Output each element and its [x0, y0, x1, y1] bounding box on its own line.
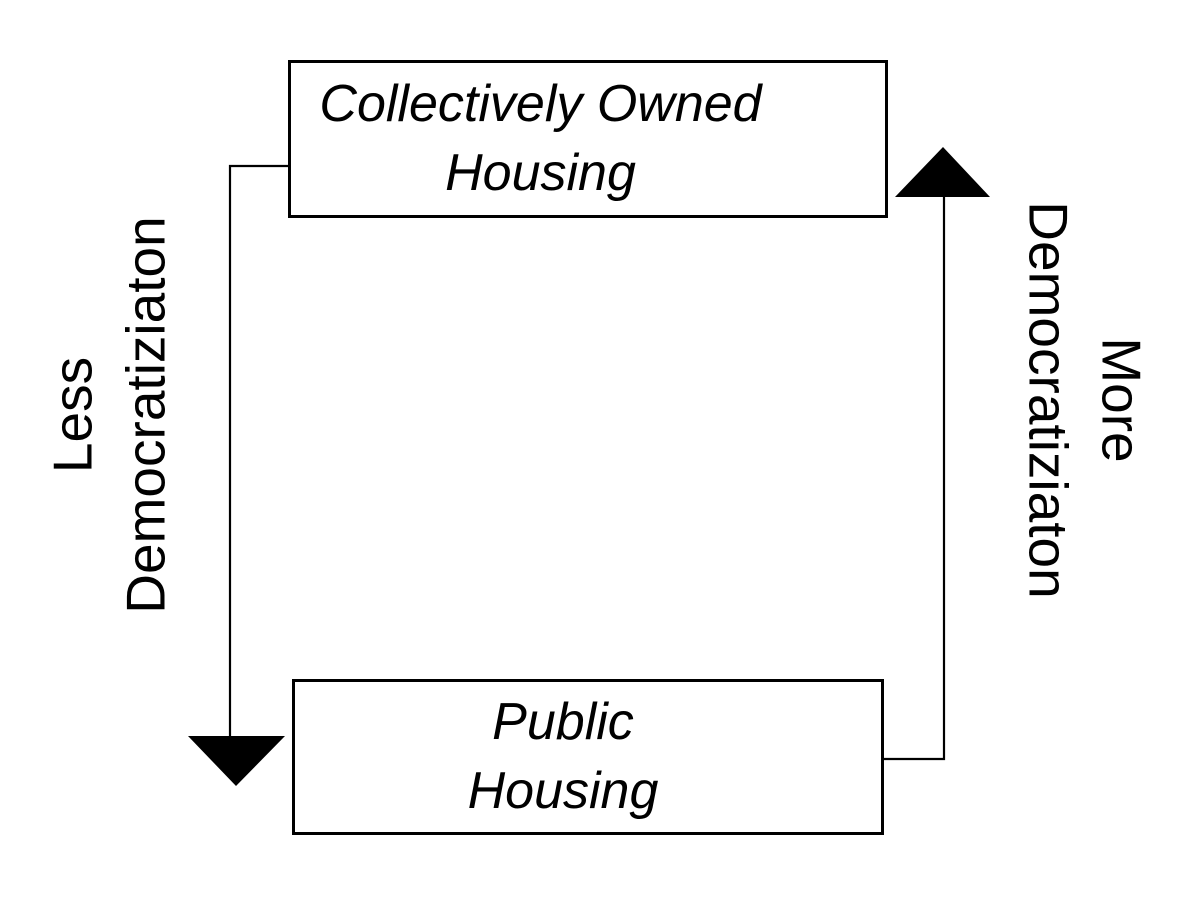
down-arrowhead-icon — [188, 736, 285, 786]
axis-label-more-democratization: More Democratiziaton — [1012, 201, 1157, 598]
node-collectively-owned-housing: Collectively Owned Housing — [288, 60, 888, 218]
node-label-line: Public — [492, 693, 634, 752]
left-connector-line — [228, 164, 289, 737]
node-label-line: Housing — [467, 762, 659, 820]
axis-label-line: Less — [41, 356, 104, 474]
up-arrowhead-icon — [895, 147, 990, 197]
axis-label-line: Democratiziaton — [114, 216, 176, 614]
node-public-housing: Public Housing — [292, 679, 884, 835]
axis-label-line: Democratiziaton — [1018, 201, 1080, 599]
axis-label-line: More — [1090, 337, 1153, 463]
node-label-line: Collectively Owned — [319, 75, 762, 134]
axis-label-less-democratization: Less Democratiziaton — [36, 216, 181, 613]
right-connector-line — [883, 196, 946, 761]
node-label-line: Housing — [445, 144, 636, 202]
